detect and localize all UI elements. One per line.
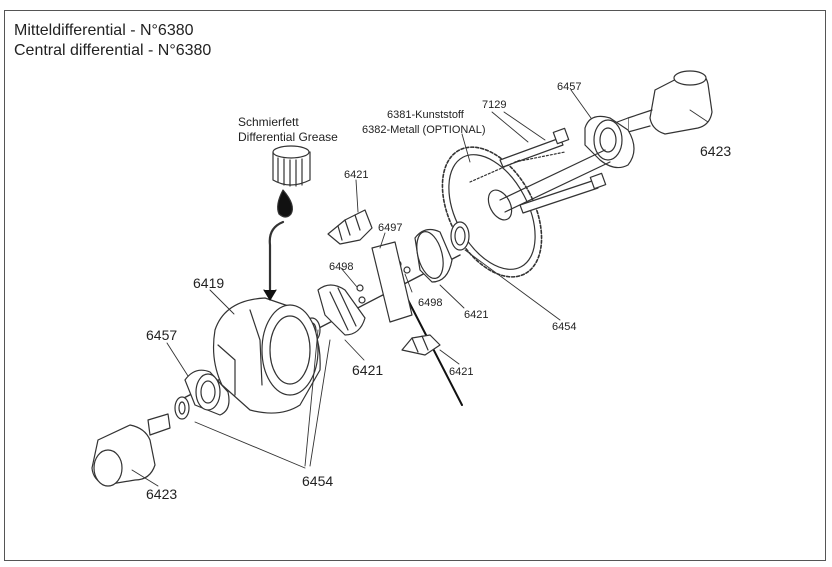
label-6419: 6419 (193, 275, 224, 291)
label-6454-right: 6454 (552, 321, 576, 333)
label-6454-bottom: 6454 (302, 473, 333, 489)
output-cup-top (611, 70, 713, 139)
grease-drop-icon (277, 189, 293, 218)
label-6457-top: 6457 (557, 81, 581, 93)
bevel-gear-bottom (401, 334, 441, 356)
washer-6454-left (174, 396, 190, 420)
label-6498-right: 6498 (418, 297, 442, 309)
bevel-gear-left (317, 284, 366, 336)
washer-6454-right (450, 221, 470, 251)
grease-label-line1: Schmierfett (238, 115, 299, 129)
differential-housing (212, 297, 321, 414)
screws-7129 (469, 127, 607, 214)
bearing-left (184, 369, 230, 416)
label-6457-left: 6457 (146, 327, 177, 343)
gear-label-line1: 6381-Kunststoff (387, 109, 465, 121)
output-cup-bottom (91, 413, 171, 487)
label-6497: 6497 (378, 222, 402, 234)
bearing-top (584, 115, 635, 169)
diagram-frame (4, 10, 826, 561)
grease-bottle (272, 145, 311, 187)
grease-arrow (268, 220, 285, 300)
label-6421-center: 6421 (352, 362, 383, 378)
title-german: Mitteldifferential - N°6380 (14, 22, 194, 39)
bevel-gear-top (327, 209, 373, 245)
grease-label-line2: Differential Grease (238, 130, 338, 144)
gear-label-line2: 6382-Metall (OPTIONAL) (362, 124, 485, 136)
pin-shaft (407, 299, 463, 406)
label-6421-right: 6421 (464, 309, 488, 321)
cross-pin-6497 (371, 241, 413, 323)
title-english: Central differential - N°6380 (14, 42, 212, 59)
label-6421-bottom: 6421 (449, 366, 473, 378)
label-6421-top: 6421 (344, 169, 368, 181)
label-6423-bottom: 6423 (146, 486, 177, 502)
washer-6498-left (356, 284, 364, 292)
bevel-gear-right (414, 228, 453, 283)
label-6498-left: 6498 (329, 261, 353, 273)
label-7129: 7129 (482, 99, 506, 111)
label-6423-top: 6423 (700, 143, 731, 159)
leader-lines (131, 89, 709, 487)
